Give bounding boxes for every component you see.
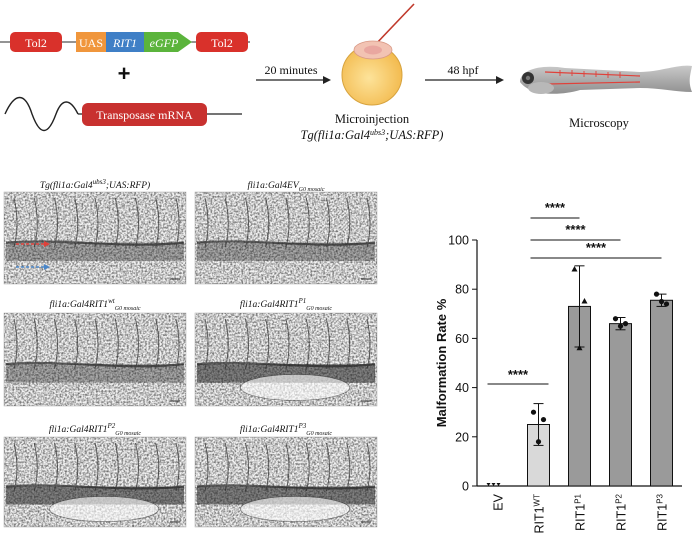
data-point [612, 316, 619, 322]
data-point [496, 483, 501, 486]
y-tick-label: 0 [462, 480, 469, 494]
significance-label: **** [586, 240, 607, 255]
data-point [571, 266, 578, 272]
workflow-steps: 20 minutes Microinjection Tg(fli1a:Gal4u… [256, 3, 692, 143]
microscopy-panels: Tg(fli1a:Gal4ubs3;UAS:RFP) fli1a:Gal4EVG0… [3, 178, 378, 528]
data-point [581, 298, 588, 304]
microscopy-panel: fli1a:Gal4RIT1P2G0 mosaic [3, 422, 187, 528]
data-point [617, 323, 624, 329]
panel-vessels [5, 318, 185, 369]
egfp-label: eGFP [150, 36, 179, 50]
data-point [622, 321, 629, 327]
blue-arrow-head [44, 264, 50, 270]
panel-vessels [5, 197, 185, 248]
microscopy-panel: fli1a:Gal4RIT1P3G0 mosaic [194, 422, 378, 528]
red-arrow-head [44, 241, 50, 247]
panel-plexus [6, 242, 184, 261]
data-point [658, 298, 665, 305]
arrow-step2-head [496, 76, 504, 84]
significance-label: **** [545, 200, 566, 215]
panel-title: Tg(fli1a:Gal4ubs3;UAS:RFP) [40, 178, 150, 191]
step2-label: 48 hpf [448, 63, 479, 77]
microinjection-label: Microinjection [335, 112, 410, 126]
rit1-label: RIT1 [112, 36, 137, 50]
microscopy-panel: fli1a:Gal4EVG0 mosaic [194, 180, 378, 285]
step1-label: 20 minutes [265, 63, 318, 77]
embryo-nucleus [364, 45, 382, 55]
microscopy-label: Microscopy [569, 116, 629, 130]
transposase-box [82, 103, 207, 126]
arrow-step1-head [323, 76, 331, 84]
plus-sign: + [118, 61, 131, 86]
mrna-wave [4, 96, 79, 132]
x-tick-label: RIT1P3 [655, 493, 670, 530]
panel-title: fli1a:Gal4RIT1P1G0 mosaic [240, 297, 333, 312]
microscopy-panel: Tg(fli1a:Gal4ubs3;UAS:RFP) [3, 178, 187, 285]
significance-label: **** [565, 222, 586, 237]
x-tick-label: RIT1WT [532, 494, 547, 534]
data-point [535, 439, 542, 445]
panel-texture [4, 313, 186, 406]
panel-texture [195, 192, 377, 284]
data-point [576, 344, 583, 351]
panel-texture [4, 192, 186, 284]
construct-diagram: Tol2 UAS RIT1 eGFP Tol2 + Transposase mR… [0, 32, 250, 132]
panel-lesion [240, 373, 351, 401]
tol2-left-box [10, 32, 62, 52]
x-tick-label: RIT1P2 [614, 493, 629, 530]
panel-plexus [6, 364, 184, 383]
panel-title: fli1a:Gal4EVG0 mosaic [247, 180, 324, 193]
transposase-label: Transposase mRNA [96, 108, 193, 122]
y-axis-label: Malformation Rate % [434, 298, 449, 427]
microscopy-panel: fli1a:Gal4RIT1P1G0 mosaic [194, 297, 378, 407]
data-point [491, 483, 496, 486]
data-point [653, 291, 660, 297]
panel-vessels [196, 197, 376, 248]
y-tick-label: 80 [455, 283, 469, 297]
tol2-right-box [196, 32, 248, 52]
data-point [663, 301, 670, 307]
uas-box [76, 32, 106, 52]
data-point [540, 416, 547, 423]
panel-title: fli1a:Gal4RIT1P2G0 mosaic [49, 422, 142, 437]
tg-line-label: Tg(fli1a:Gal4ubs3;UAS:RFP) [301, 128, 444, 143]
tol2-left-label: Tol2 [25, 36, 47, 50]
injection-needle [373, 3, 415, 47]
significance-label: **** [508, 367, 529, 382]
zebrafish-larva-icon [520, 65, 692, 94]
y-tick-label: 60 [455, 332, 469, 346]
panel-title: fli1a:Gal4RIT1P3G0 mosaic [240, 422, 333, 437]
panel-plexus [197, 242, 375, 261]
panel-lesion [240, 495, 351, 522]
bar [650, 299, 673, 487]
microscopy-panel: fli1a:Gal4RIT1wtG0 mosaic [3, 297, 187, 407]
y-tick-label: 40 [455, 381, 469, 395]
x-tick-label: EV [492, 493, 506, 510]
egfp-arrow [144, 32, 192, 52]
data-point [530, 409, 537, 415]
tol2-right-label: Tol2 [211, 36, 233, 50]
bar [609, 323, 632, 487]
panel-lesion [49, 495, 160, 522]
x-tick-label: RIT1P1 [573, 493, 588, 530]
panel-title: fli1a:Gal4RIT1wtG0 mosaic [49, 297, 140, 312]
y-tick-label: 100 [448, 234, 469, 248]
y-tick-label: 20 [455, 430, 469, 444]
data-point [486, 483, 491, 486]
rit1-box [106, 32, 144, 52]
uas-label: UAS [79, 36, 103, 50]
